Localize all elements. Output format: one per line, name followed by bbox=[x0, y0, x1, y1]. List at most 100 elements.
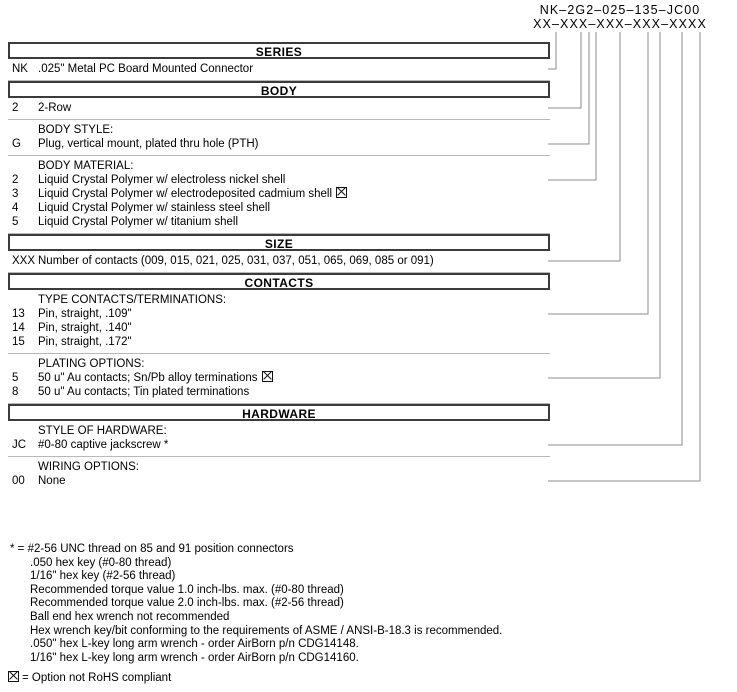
option-description: Number of contacts (009, 015, 021, 025, … bbox=[38, 254, 434, 268]
option-description-text: 50 u" Au contacts; Sn/Pb alloy terminati… bbox=[38, 372, 258, 384]
option-description: Liquid Crystal Polymer w/ stainless stee… bbox=[38, 201, 270, 215]
option-description: #0-80 captive jackscrew * bbox=[38, 438, 168, 452]
option-row: 13 Pin, straight, .109" bbox=[8, 307, 550, 321]
option-description: Liquid Crystal Polymer w/ electrodeposit… bbox=[38, 187, 348, 201]
option-description: 50 u" Au contacts; Tin plated terminatio… bbox=[38, 385, 249, 399]
section: SERIES NK .025" Metal PC Board Mounted Con… bbox=[8, 42, 550, 80]
section-divider bbox=[8, 403, 550, 404]
rohs-legend-text: = Option not RoHS compliant bbox=[22, 672, 172, 684]
option-description-text: Pin, straight, .140" bbox=[38, 322, 132, 334]
option-code: JC bbox=[12, 439, 27, 451]
option-block: BODY STYLE: G Plug, vertical mount, plated… bbox=[8, 120, 550, 155]
option-code: 2 bbox=[12, 102, 19, 114]
section-title-box: BODY bbox=[8, 81, 550, 98]
block-heading: BODY MATERIAL: bbox=[8, 159, 550, 173]
option-code: 4 bbox=[12, 202, 19, 214]
block-heading-text: BODY MATERIAL: bbox=[38, 160, 134, 172]
footnote-line: Recommended torque value 2.0 inch-lbs. m… bbox=[30, 597, 344, 610]
option-description-text: Number of contacts (009, 015, 021, 025, … bbox=[38, 255, 434, 267]
footnotes: * = #2-56 UNC thread on 85 and 91 positi… bbox=[8, 543, 608, 665]
option-description-text: Plug, vertical mount, plated thru hole (… bbox=[38, 138, 259, 150]
option-description: Plug, vertical mount, plated thru hole (… bbox=[38, 137, 259, 151]
block-heading-text: WIRING OPTIONS: bbox=[38, 461, 139, 473]
block-divider bbox=[8, 456, 550, 457]
part-number-mask: XX–XXX–XXX–XXX–XXXX bbox=[533, 16, 707, 31]
footnote-line: Recommended torque value 1.0 inch-lbs. m… bbox=[30, 583, 344, 596]
option-code: 13 bbox=[12, 308, 25, 320]
option-code: 3 bbox=[12, 188, 19, 200]
section-divider bbox=[8, 272, 550, 273]
option-code: 5 bbox=[12, 372, 19, 384]
option-code: 8 bbox=[12, 386, 19, 398]
rohs-legend: = Option not RoHS compliant bbox=[8, 671, 171, 685]
footnote-line: Hex wrench key/bit conforming to the req… bbox=[30, 624, 503, 637]
option-description: Liquid Crystal Polymer w/ titanium shell bbox=[38, 215, 238, 229]
footnote-line: * = #2-56 UNC thread on 85 and 91 positi… bbox=[10, 543, 294, 555]
section-title-box: SERIES bbox=[8, 42, 550, 59]
block-heading-text: STYLE OF HARDWARE: bbox=[38, 425, 167, 437]
option-block: 2 2-Row bbox=[8, 98, 550, 119]
option-block: PLATING OPTIONS:5 50 u" Au contacts; Sn/P… bbox=[8, 354, 550, 403]
leader-plating bbox=[548, 32, 661, 379]
option-row: NK .025" Metal PC Board Mounted Connector bbox=[8, 62, 550, 76]
option-row: JC #0-80 captive jackscrew * bbox=[8, 438, 550, 452]
option-row: 8 50 u" Au contacts; Tin plated terminati… bbox=[8, 385, 550, 399]
block-heading: PLATING OPTIONS: bbox=[8, 357, 550, 371]
option-code: NK bbox=[12, 63, 28, 75]
option-code: 5 bbox=[12, 216, 19, 228]
option-description-text: Liquid Crystal Polymer w/ titanium shell bbox=[38, 216, 239, 228]
rohs-not-compliant-icon bbox=[8, 671, 19, 682]
option-description-text: 2-Row bbox=[38, 102, 72, 114]
option-description: 50 u" Au contacts; Sn/Pb alloy terminati… bbox=[38, 371, 273, 385]
option-description-text: Liquid Crystal Polymer w/ electrodeposit… bbox=[38, 188, 333, 200]
option-row: 2 Liquid Crystal Polymer w/ electroless n… bbox=[8, 173, 550, 187]
section-divider bbox=[8, 80, 550, 81]
option-description: Pin, straight, .172" bbox=[38, 335, 132, 349]
leader-hardware-style bbox=[548, 32, 683, 446]
option-description-text: Liquid Crystal Polymer w/ electroless ni… bbox=[38, 174, 286, 186]
option-block: STYLE OF HARDWARE: JC #0-80 captive jacksc… bbox=[8, 421, 550, 456]
section-divider bbox=[8, 233, 550, 234]
block-heading: TYPE CONTACTS/TERMINATIONS: bbox=[8, 293, 550, 307]
option-row: 5 Liquid Crystal Polymer w/ titanium shel… bbox=[8, 215, 550, 229]
option-code: 15 bbox=[12, 336, 25, 348]
section-title-box: HARDWARE bbox=[8, 404, 550, 421]
sections-column: SERIES NK .025" Metal PC Board Mounted Con… bbox=[8, 42, 550, 492]
part-number-header: NK–2G2–025–135–JC00 XX–XXX–XXX–XXX–XXXX bbox=[515, 3, 725, 31]
leader-body-row bbox=[548, 32, 582, 109]
rohs-not-compliant-icon bbox=[336, 187, 348, 198]
option-row: 15 Pin, straight, .172" bbox=[8, 335, 550, 349]
option-description-text: #0-80 captive jackscrew * bbox=[38, 439, 169, 451]
option-description-text: .025" Metal PC Board Mounted Connector bbox=[38, 63, 254, 75]
footnote-line: .050 hex key (#0-80 thread) bbox=[30, 556, 172, 569]
footnote-line: 1/16" hex L-key long arm wrench - order … bbox=[30, 651, 359, 664]
option-code: G bbox=[12, 138, 21, 150]
block-heading: BODY STYLE: bbox=[8, 123, 550, 137]
block-divider bbox=[8, 119, 550, 120]
option-code: 2 bbox=[12, 174, 19, 186]
leader-size bbox=[548, 32, 621, 262]
option-description: Pin, straight, .109" bbox=[38, 307, 132, 321]
section: HARDWARE STYLE OF HARDWARE: JC #0-80 captiv… bbox=[8, 404, 550, 492]
footnote-line: .050" hex L-key long arm wrench - order … bbox=[30, 638, 359, 651]
option-description: Pin, straight, .140" bbox=[38, 321, 132, 335]
footnote-line: 1/16" hex key (#2-56 thread) bbox=[30, 570, 176, 583]
option-description-text: Pin, straight, .172" bbox=[38, 336, 132, 348]
block-heading-text: TYPE CONTACTS/TERMINATIONS: bbox=[38, 294, 227, 306]
option-row: G Plug, vertical mount, plated thru hole … bbox=[8, 137, 550, 151]
leader-wiring bbox=[548, 32, 701, 482]
block-divider bbox=[8, 353, 550, 354]
option-description: Liquid Crystal Polymer w/ electroless ni… bbox=[38, 173, 285, 187]
block-heading-text: BODY STYLE: bbox=[38, 124, 114, 136]
rohs-not-compliant-icon bbox=[261, 371, 273, 382]
